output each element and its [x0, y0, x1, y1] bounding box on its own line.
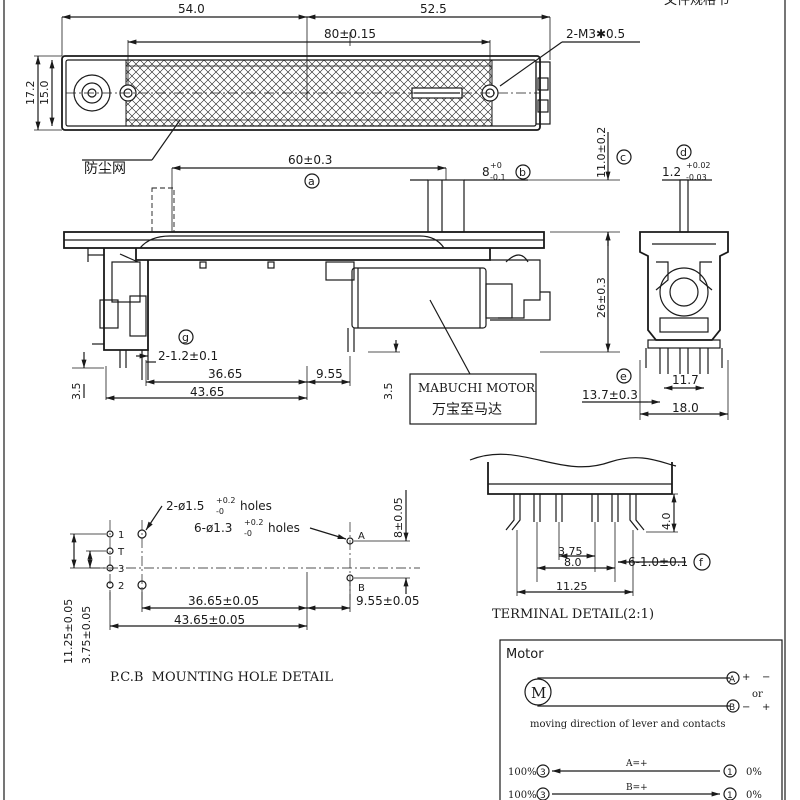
term-dim-1125: 11.25	[556, 580, 588, 593]
dim-35-left: 3.5	[70, 383, 83, 401]
pcb-holes-big: 2-ø1.5	[166, 499, 204, 513]
dim-height-outer: 17.2	[24, 81, 37, 106]
row2-pin-left: 3	[540, 791, 546, 800]
top-view: 54.0 52.5 80±0.15 2-M3✱0.5	[24, 2, 640, 177]
row2-right-percent: 0%	[746, 790, 762, 800]
terminal-title: TERMINAL DETAIL(2:1)	[492, 607, 654, 622]
pcb-hole-detail: 1 T 3 2 A B 2-ø1.5 +0.2 -0 holes 6-ø1.3 …	[62, 490, 420, 685]
row1-pin-left: 3	[540, 768, 546, 778]
motor-box-title: Motor	[506, 647, 544, 662]
motor-a-sign-2: −	[762, 672, 770, 683]
pcb-holes-big-tol-down: -0	[216, 507, 224, 516]
dim-d-tol-down: -0.03	[686, 173, 707, 182]
pcb-holes-big-suffix: holes	[240, 499, 272, 513]
header-partial: 文件规格书	[664, 0, 729, 8]
pcb-pin-2: 2	[118, 581, 124, 592]
tag-b: b	[519, 166, 526, 179]
dim-d-tol-up: +0.02	[686, 161, 711, 170]
row2-left-percent: 100%	[508, 790, 537, 800]
motor-term-b: B	[729, 703, 735, 713]
pcb-holes-small: 6-ø1.3	[194, 521, 232, 535]
screw-note: 2-M3✱0.5	[566, 27, 625, 41]
dim-26: 26±0.3	[595, 277, 608, 318]
lever	[427, 179, 465, 233]
motor-a-sign-1: +	[742, 672, 750, 683]
dim-117: 11.7	[672, 373, 699, 387]
tag-d: d	[680, 146, 687, 159]
pcb-holes-small-tol-down: -0	[244, 529, 252, 538]
motor-b-sign-2: +	[762, 702, 770, 713]
motor-term-a: A	[729, 675, 736, 685]
tag-g: g	[182, 331, 189, 344]
motor-symbol-letter: M	[531, 684, 546, 702]
term-dim-80: 8.0	[564, 556, 582, 569]
motor-b-sign-1: −	[742, 702, 750, 713]
motor-label-en: MABUCHI MOTOR	[418, 381, 536, 395]
knob-ghost	[151, 187, 175, 233]
pcb-pin-3: 3	[118, 564, 124, 575]
dim-4365: 43.65	[190, 385, 224, 399]
pcb-title: P.C.B MOUNTING HOLE DETAIL	[110, 670, 333, 685]
term-dim-375: 3.75	[558, 545, 583, 558]
pcb-pin-a: A	[358, 531, 365, 542]
dim-b-tol-down: -0.1	[490, 173, 506, 182]
term-dim-40: 4.0	[660, 513, 673, 531]
pcb-dim-8: 8±0.05	[392, 497, 405, 538]
term-pin-note: 6-1.0±0.1	[628, 555, 688, 569]
dim-3665: 36.65	[208, 367, 242, 381]
dim-35-right: 3.5	[382, 383, 395, 401]
tag-e: e	[620, 370, 627, 383]
end-lever	[679, 179, 689, 233]
dim-137: 13.7±0.3	[582, 388, 638, 402]
dim-top-right: 52.5	[420, 2, 447, 16]
motor-or: or	[752, 689, 763, 700]
dim-top-left: 54.0	[178, 2, 205, 16]
dim-d: 1.2	[662, 165, 681, 179]
row1-pin-right: 1	[727, 768, 733, 778]
dust-screen-label: 防尘网	[84, 161, 126, 177]
row2-pin-right: 1	[727, 791, 733, 800]
dim-b: 8	[482, 165, 490, 179]
motor-box: Motor M A B + − or − + moving direction …	[499, 639, 783, 800]
pcb-dim-955: 9.55±0.05	[356, 594, 420, 608]
terminal-detail: 3.75 8.0 11.25 4.0 6-1.0±0.1 f TERMINAL …	[469, 453, 711, 622]
motor-label-box	[409, 373, 537, 425]
tag-a: a	[308, 175, 315, 188]
end-housing	[639, 231, 729, 341]
dim-180: 18.0	[672, 401, 699, 415]
end-view: d 1.2 +0.02 -0.03 e 11.7 13.7±0.3 18.0	[582, 144, 729, 420]
pcb-dim-1125: 11.25±0.05	[62, 599, 75, 664]
dim-a: 60±0.3	[288, 153, 332, 167]
pcb-dim-375: 3.75±0.05	[80, 606, 93, 664]
row1-left-percent: 100%	[508, 767, 537, 778]
pcb-holes-big-tol-up: +0.2	[216, 496, 235, 505]
dim-955: 9.55	[316, 367, 343, 381]
motor-label-cn: 万宝至马达	[432, 402, 502, 418]
pcb-holes-small-tol-up: +0.2	[244, 518, 263, 527]
row1-label: A=+	[625, 759, 648, 769]
tag-f: f	[699, 556, 704, 569]
motor-direction-note: moving direction of lever and contacts	[530, 719, 725, 730]
dim-c: 11.0±0.2	[595, 127, 608, 178]
row1-right-percent: 0%	[746, 767, 762, 778]
dim-height-inner: 15.0	[38, 81, 51, 106]
pcb-pin-b: B	[358, 583, 365, 594]
motor-body	[351, 267, 487, 329]
row2-label: B=+	[626, 783, 648, 793]
motor-box-frame	[499, 639, 783, 800]
side-view: 60±0.3 a 8 +0 -0.1 b	[63, 127, 632, 425]
tag-c: c	[620, 151, 626, 164]
dim-b-tol-up: +0	[490, 161, 502, 170]
pcb-holes-small-suffix: holes	[268, 521, 300, 535]
pcb-pin-1: 1	[118, 530, 124, 541]
page-border	[3, 0, 786, 800]
pcb-dim-3665: 36.65±0.05	[188, 594, 259, 608]
pin-note: 2-1.2±0.1	[158, 349, 218, 363]
pcb-dim-4365: 43.65±0.05	[174, 613, 245, 627]
pcb-pin-t: T	[117, 547, 125, 558]
